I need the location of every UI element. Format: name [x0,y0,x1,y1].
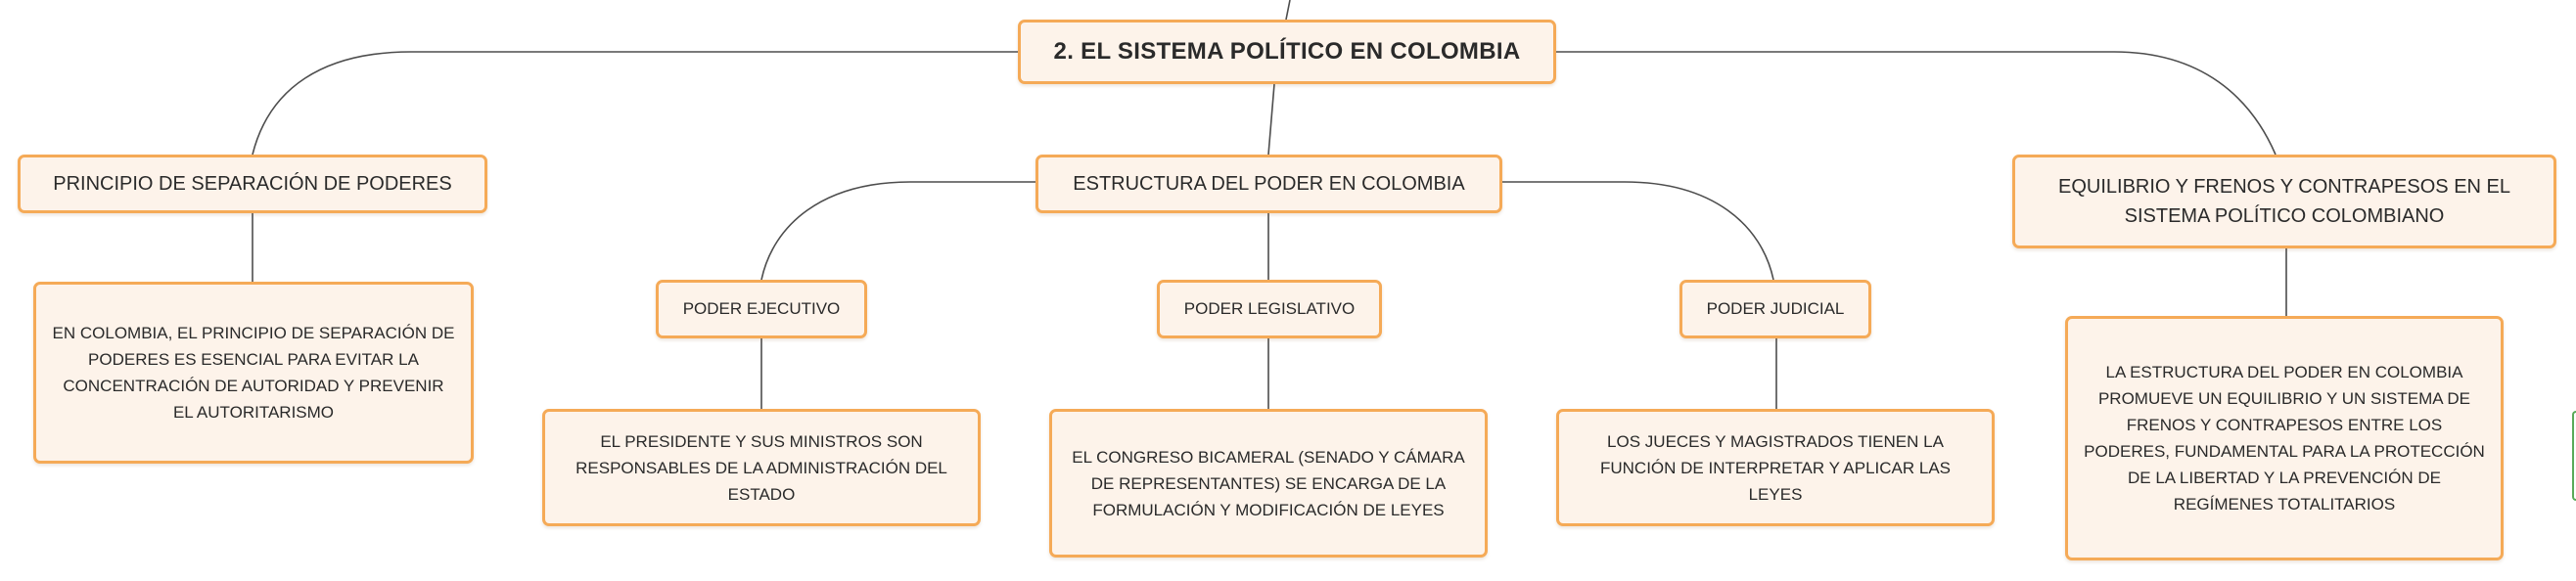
judicial-description-text: LOS JUECES Y MAGISTRADOS TIENEN LA FUNCI… [1599,431,1952,504]
legislative-description-text: EL CONGRESO BICAMERAL (SENADO Y CÁMARA D… [1072,447,1465,519]
connector-structure-judicial [1502,181,1774,281]
sub-branch-legislative[interactable]: PODER LEGISLATIVO [1157,280,1382,338]
branch-structure-label: ESTRUCTURA DEL PODER EN COLOMBIA [1073,173,1465,195]
branch-balance-label: EQUILIBRIO Y FRENOS Y CONTRAPESOS EN EL … [2058,176,2510,227]
connector-structure-executive [760,181,1035,281]
branch-separation-of-powers[interactable]: PRINCIPIO DE SEPARACIÓN DE PODERES [18,155,487,213]
connector-central-separation [252,51,1018,156]
branch-power-structure[interactable]: ESTRUCTURA DEL PODER EN COLOMBIA [1035,155,1502,213]
legislative-description[interactable]: EL CONGRESO BICAMERAL (SENADO Y CÁMARA D… [1049,409,1488,558]
legislative-label: PODER LEGISLATIVO [1183,299,1356,318]
executive-description-text: EL PRESIDENTE Y SUS MINISTROS SON RESPON… [575,431,947,504]
separation-description-text: EN COLOMBIA, EL PRINCIPIO DE SEPARACIÓN … [52,324,455,422]
executive-label: PODER EJECUTIVO [682,299,841,318]
branch-checks-and-balances[interactable]: EQUILIBRIO Y FRENOS Y CONTRAPESOS EN EL … [2012,155,2556,248]
judicial-label: PODER JUDICIAL [1706,299,1845,318]
central-topic-label: 2. EL SISTEMA POLÍTICO EN COLOMBIA [1053,38,1521,65]
offscreen-node-edge [2572,411,2576,501]
branch-separation-label: PRINCIPIO DE SEPARACIÓN DE PODERES [53,173,452,195]
sub-branch-judicial[interactable]: PODER JUDICIAL [1679,280,1871,338]
balance-description[interactable]: LA ESTRUCTURA DEL PODER EN COLOMBIA PROM… [2065,316,2504,560]
sub-branch-executive[interactable]: PODER EJECUTIVO [656,280,867,338]
connector-central-structure [1267,83,1275,156]
separation-description[interactable]: EN COLOMBIA, EL PRINCIPIO DE SEPARACIÓN … [33,282,474,464]
central-topic[interactable]: 2. EL SISTEMA POLÍTICO EN COLOMBIA [1018,20,1556,84]
judicial-description[interactable]: LOS JUECES Y MAGISTRADOS TIENEN LA FUNCI… [1556,409,1995,526]
connector-parent-central [1285,0,1291,21]
connector-central-balance [1556,51,2277,156]
balance-description-text: LA ESTRUCTURA DEL PODER EN COLOMBIA PROM… [2084,363,2485,514]
executive-description[interactable]: EL PRESIDENTE Y SUS MINISTROS SON RESPON… [542,409,981,526]
